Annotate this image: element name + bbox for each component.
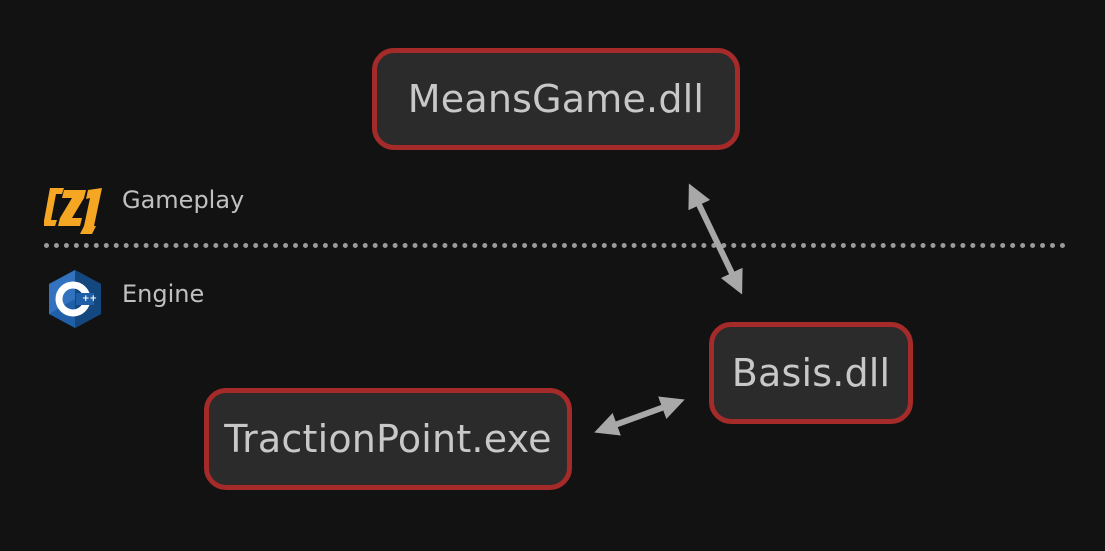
svg-text:++: ++ <box>82 294 97 304</box>
cpp-logo-icon: ++ <box>49 270 101 328</box>
layer-divider <box>44 243 1066 248</box>
basis-dll-label: Basis.dll <box>731 351 891 395</box>
means-game-dll-node: MeansGame.dll <box>372 48 740 150</box>
arrow-traction-basis <box>594 396 685 436</box>
means-game-dll-label: MeansGame.dll <box>407 77 705 121</box>
traction-point-exe-node: TractionPoint.exe <box>204 388 572 490</box>
traction-point-exe-label: TractionPoint.exe <box>224 417 552 461</box>
engine-layer-label: Engine <box>122 280 205 308</box>
gameplay-layer-label: Gameplay <box>122 186 245 214</box>
basis-dll-node: Basis.dll <box>709 322 913 424</box>
zombie-studios-logo-icon <box>44 188 102 234</box>
arrow-means-basis <box>688 183 743 295</box>
